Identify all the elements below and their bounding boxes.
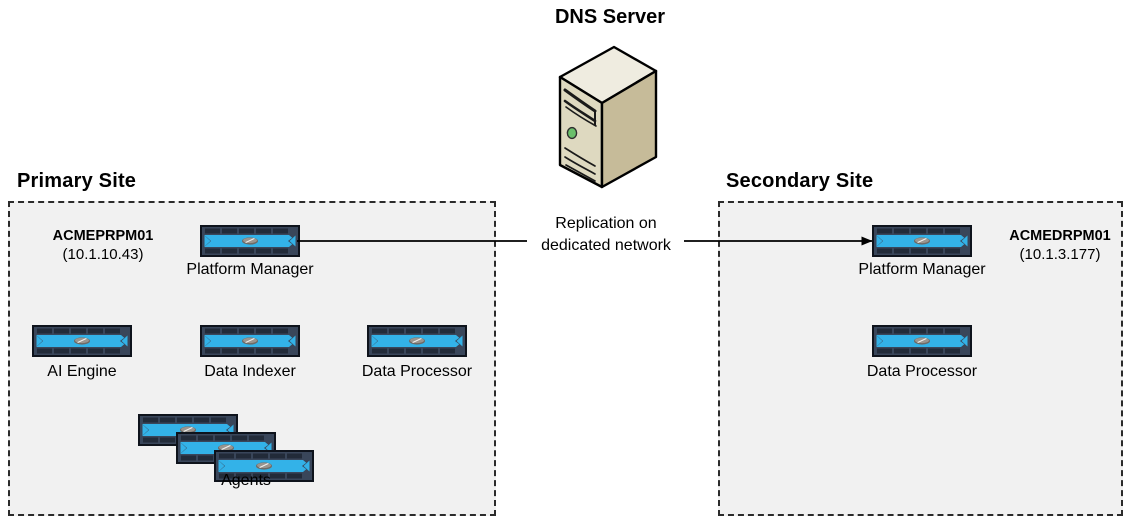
secondary-platform-manager-icon[interactable] bbox=[872, 225, 972, 257]
secondary-host-name: ACMEDRPM01 bbox=[1009, 228, 1111, 244]
primary-agents-label: Agents bbox=[221, 472, 271, 489]
primary-ai-engine-label: AI Engine bbox=[47, 363, 117, 380]
replication-label-line1: Replication on bbox=[555, 215, 657, 232]
primary-data-indexer-label: Data Indexer bbox=[204, 363, 296, 380]
secondary-data-processor-icon[interactable] bbox=[872, 325, 972, 357]
dns-server-title: DNS Server bbox=[554, 6, 666, 28]
primary-platform-manager-label: Platform Manager bbox=[186, 261, 314, 278]
primary-data-processor-icon[interactable] bbox=[367, 325, 467, 357]
primary-host-label: ACMEPRPM01 (10.1.10.43) bbox=[33, 228, 173, 264]
primary-host-name: ACMEPRPM01 bbox=[52, 228, 154, 244]
secondary-data-processor-label: Data Processor bbox=[866, 363, 978, 380]
primary-ai-engine-icon[interactable] bbox=[32, 325, 132, 357]
primary-host-ip: (10.1.10.43) bbox=[62, 245, 144, 263]
secondary-host-ip: (10.1.3.177) bbox=[1019, 245, 1101, 263]
secondary-platform-manager-label: Platform Manager bbox=[858, 261, 986, 278]
primary-site-title: Primary Site bbox=[17, 170, 137, 192]
primary-platform-manager-icon[interactable] bbox=[200, 225, 300, 257]
replication-label: Replication on dedicated network bbox=[528, 213, 684, 256]
server-tower-icon bbox=[552, 45, 662, 190]
secondary-host-label: ACMEDRPM01 (10.1.3.177) bbox=[995, 228, 1125, 264]
primary-data-indexer-icon[interactable] bbox=[200, 325, 300, 357]
primary-data-processor-label: Data Processor bbox=[361, 363, 473, 380]
secondary-site-title: Secondary Site bbox=[726, 170, 874, 192]
replication-label-line2: dedicated network bbox=[541, 236, 671, 254]
